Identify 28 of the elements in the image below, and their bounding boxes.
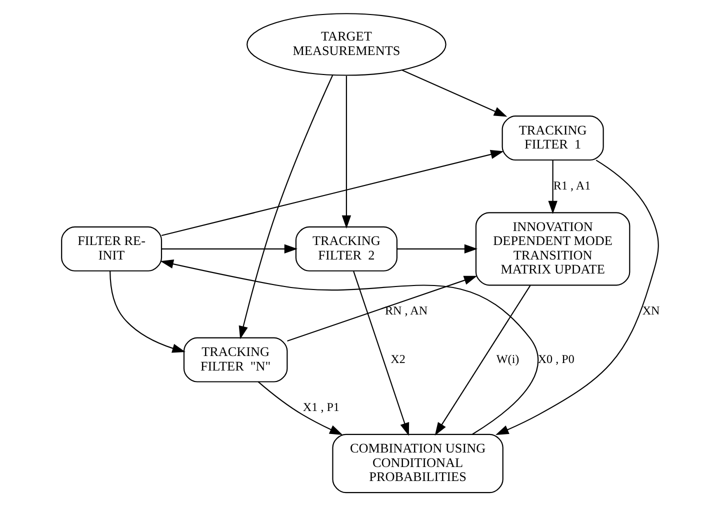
node-box: COMBINATION USING CONDITIONAL PROBABILITIES	[332, 433, 504, 493]
edge-label: XN	[642, 303, 660, 318]
arrow	[353, 270, 410, 436]
edge-label: R1 , A1	[553, 178, 591, 192]
node-ellipse: TARGET MEASUREMENTS	[246, 12, 446, 76]
arrow	[342, 75, 352, 228]
arrow	[548, 160, 558, 214]
node-box: FILTER RE-INIT	[61, 226, 162, 271]
edge-label: W(i)	[496, 351, 520, 366]
arrow	[161, 149, 504, 236]
arrow	[160, 258, 538, 434]
arrow	[110, 270, 186, 352]
node-box: INNOVATION DEPENDENT MODE TRANSITION MATRIX UPDATE	[475, 212, 630, 286]
node-box: TRACKING FILTER 1	[502, 115, 604, 160]
arrow	[495, 159, 659, 434]
arrow	[162, 244, 298, 254]
edge-label: X2	[390, 351, 406, 366]
arrow	[402, 69, 508, 116]
edge-label: RN , AN	[385, 303, 428, 318]
edge-label: X0 , P0	[538, 351, 574, 366]
arrow	[287, 275, 478, 342]
arrow	[397, 244, 478, 254]
edge-label: X1 , P1	[302, 400, 340, 414]
node-box: TRACKING FILTER 2	[295, 226, 398, 271]
arrow	[434, 284, 531, 436]
arrow	[258, 380, 343, 435]
node-box: TRACKING FILTER "N"	[183, 336, 288, 382]
arrow	[238, 74, 334, 339]
